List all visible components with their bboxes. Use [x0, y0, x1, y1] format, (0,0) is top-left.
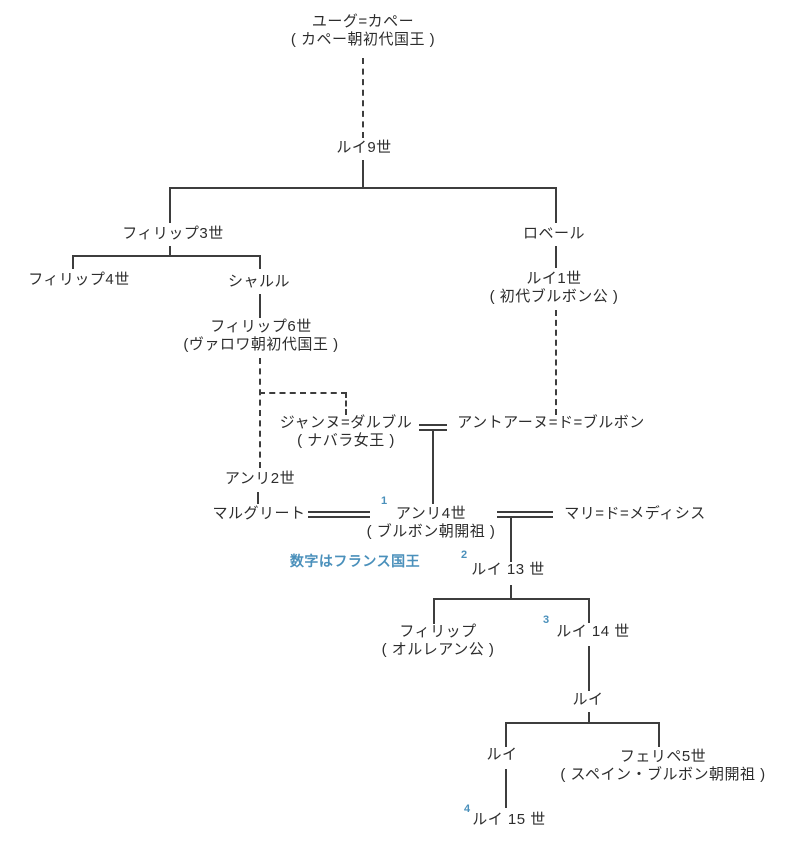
edge-louis14-dauphin: [588, 646, 590, 691]
person-name: マルグリート: [212, 505, 306, 522]
edge-to-philip3: [169, 187, 171, 223]
person-name: ジャンヌ=ダルブル: [279, 414, 413, 431]
edge-to-felipe5: [658, 722, 660, 747]
node-antoine: アントアーヌ=ド=ブルボン: [441, 414, 661, 432]
person-note: (ヴァロワ朝初代国王 ): [183, 336, 339, 353]
person-name: ルイ: [572, 691, 604, 708]
edge-henri2-marguerite: [257, 492, 259, 504]
person-name: ルイ1世: [526, 270, 582, 287]
node-louis13: ルイ 13 世: [448, 561, 568, 579]
person-name: ユーグ=カペー: [311, 13, 415, 30]
node-marie: マリ=ド=メディシス: [545, 505, 725, 523]
person-name: フィリップ3世: [122, 225, 224, 242]
person-note: ( ブルボン朝開祖 ): [366, 523, 496, 540]
edge-philip6-henri2-dashed: [259, 358, 261, 468]
node-philippe-orleans: フィリップ ( オルレアン公 ): [358, 623, 518, 659]
edge-to-jeanne-dashed: [345, 392, 347, 415]
node-henri4: アンリ4世 ( ブルボン朝開祖 ): [351, 505, 511, 541]
edge-gen1-horizontal: [169, 187, 557, 189]
person-name: アンリ2世: [224, 470, 296, 487]
node-louis9: ルイ9世: [304, 139, 424, 157]
node-louis-dauphin: ルイ: [558, 691, 618, 709]
edge-louis9-down: [362, 160, 364, 188]
edge-philip3-down: [169, 246, 171, 256]
person-note: ( スペイン・ブルボン朝開祖 ): [560, 766, 766, 783]
node-jeanne: ジャンヌ=ダルブル ( ナバラ女王 ): [261, 414, 431, 450]
edge-gen3-horizontal: [433, 598, 590, 600]
person-note: ( カペー朝初代国王 ): [290, 31, 436, 48]
edge-louis1-antoine-dashed: [555, 310, 557, 415]
person-name: アントアーヌ=ド=ブルボン: [457, 414, 645, 431]
person-note: ( オルレアン公 ): [381, 641, 495, 658]
edge-to-philippe-orleans: [433, 598, 435, 624]
node-henri2: アンリ2世: [200, 470, 320, 488]
person-name: マリ=ド=メディシス: [564, 505, 706, 522]
node-hugh-capet: ユーグ=カペー ( カペー朝初代国王 ): [253, 13, 473, 49]
edge-capet-louis9-dashed: [362, 58, 364, 138]
person-name: フィリップ6世: [210, 318, 312, 335]
edge-gen2-horizontal: [72, 255, 261, 257]
edge-burgundy-louis15: [505, 769, 507, 808]
edge-charles-philip6: [259, 294, 261, 318]
person-name: ロベール: [522, 225, 585, 242]
node-philip4: フィリップ4世: [9, 271, 149, 289]
node-louis-burgundy: ルイ: [472, 746, 532, 764]
person-name: ルイ 13 世: [471, 561, 545, 578]
node-charles: シャルル: [209, 273, 309, 291]
node-robert: ロベール: [504, 225, 604, 243]
edge-marriage-henri4: [432, 431, 434, 504]
person-name: ルイ 15 世: [472, 811, 546, 828]
person-note: ( ナバラ女王 ): [297, 432, 395, 449]
person-name: ルイ9世: [336, 139, 392, 156]
node-felipe5: フェリペ5世 ( スペイン・ブルボン朝開祖 ): [548, 748, 778, 784]
person-name: アンリ4世: [395, 505, 467, 522]
node-louis14: ルイ 14 世: [538, 623, 648, 641]
person-name: シャルル: [227, 273, 290, 290]
king-number-3: 3: [543, 614, 550, 626]
edge-jog-horizontal-dashed: [259, 392, 347, 394]
king-number-4: 4: [464, 803, 471, 815]
edge-robert-louis1: [555, 246, 557, 268]
edge-to-louis14: [588, 598, 590, 623]
edge-to-charles: [259, 255, 261, 269]
person-note: ( 初代ブルボン公 ): [489, 288, 619, 305]
node-philip6: フィリップ6世 (ヴァロワ朝初代国王 ): [171, 318, 351, 354]
node-louis15: ルイ 15 世: [454, 811, 564, 829]
king-number-2: 2: [461, 549, 468, 561]
edge-to-philip4: [72, 255, 74, 269]
person-name: フィリップ: [399, 623, 477, 640]
person-name: フェリペ5世: [619, 748, 707, 765]
edge-louis13-down: [510, 585, 512, 599]
node-louis1: ルイ1世 ( 初代ブルボン公 ): [474, 270, 634, 306]
node-marguerite: マルグリート: [199, 505, 319, 523]
person-name: フィリップ4世: [28, 271, 130, 288]
person-name: ルイ: [486, 746, 518, 763]
marriage-jeanne-antoine: [419, 424, 447, 431]
edge-to-louis-burgundy: [505, 722, 507, 747]
marriage-henri4-marie: [497, 511, 553, 518]
legend-note: 数字はフランス国王: [289, 553, 421, 569]
node-philip3: フィリップ3世: [103, 225, 243, 243]
marriage-marguerite-henri4: [308, 511, 370, 518]
edge-dauphin-down: [588, 712, 590, 723]
edge-to-robert: [555, 187, 557, 223]
edge-marriage-louis13: [510, 517, 512, 562]
person-name: ルイ 14 世: [556, 623, 630, 640]
king-number-1: 1: [381, 495, 388, 507]
edge-gen4-horizontal: [505, 722, 660, 724]
